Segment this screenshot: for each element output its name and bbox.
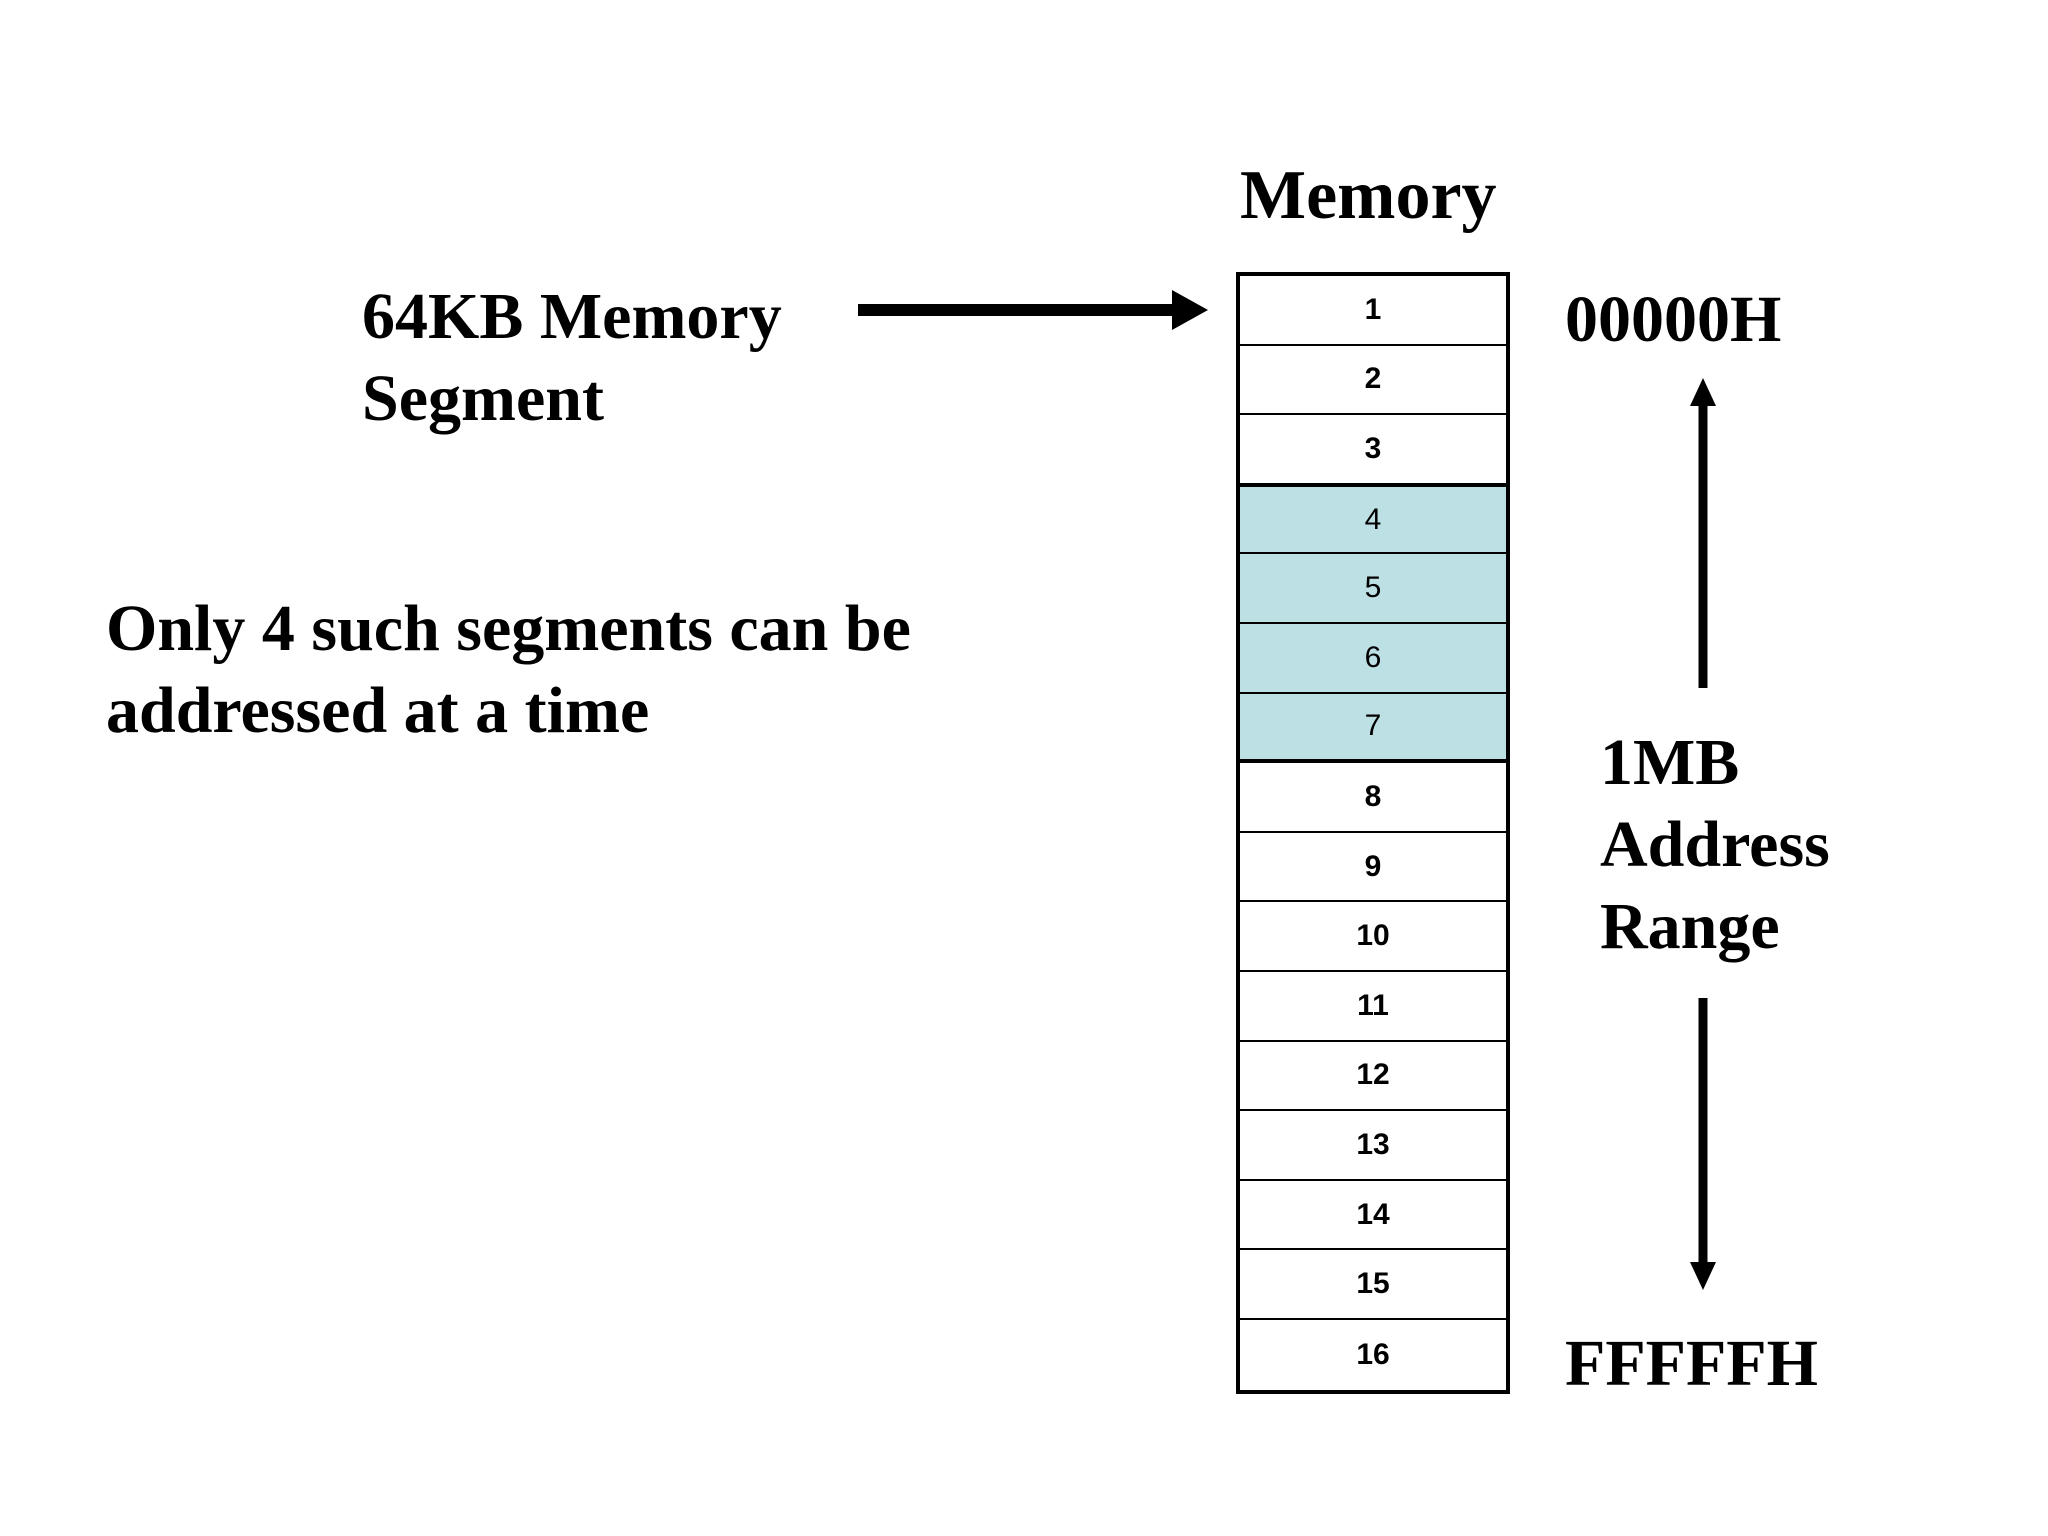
segment-label: 64KB Memory Segment (362, 276, 882, 440)
address-range-label: 1MB Address Range (1600, 722, 1900, 968)
memory-cell: 8 (1240, 763, 1506, 833)
memory-cell: 2 (1240, 346, 1506, 416)
memory-cell: 3 (1240, 415, 1506, 485)
address-range-line2: Address (1600, 808, 1830, 881)
memory-cell: 15 (1240, 1250, 1506, 1320)
memory-cell: 7 (1240, 693, 1506, 764)
memory-cell: 10 (1240, 902, 1506, 972)
range-up-arrow-head (1690, 378, 1716, 406)
range-down-arrow-head (1690, 1262, 1716, 1290)
memory-title: Memory (1240, 157, 1497, 234)
segments-note-line1: Only 4 such segments can be (106, 592, 911, 665)
memory-cell: 12 (1240, 1042, 1506, 1112)
memory-cell: 13 (1240, 1111, 1506, 1181)
memory-cell: 14 (1240, 1181, 1506, 1251)
memory-cell: 11 (1240, 972, 1506, 1042)
memory-cell: 6 (1240, 623, 1506, 694)
address-range-line3: Range (1600, 890, 1780, 963)
segment-label-line1: 64KB Memory (362, 280, 782, 353)
memory-cell: 16 (1356, 1337, 1390, 1371)
address-end-label: FFFFFH (1565, 1327, 1818, 1400)
segments-note: Only 4 such segments can be addressed at… (106, 588, 1006, 752)
address-start-label: 00000H (1565, 283, 1782, 356)
segment-pointer-arrow-head (1172, 290, 1208, 330)
memory-cell: 5 (1240, 554, 1506, 624)
segment-label-line2: Segment (362, 362, 604, 435)
address-range-line1: 1MB (1600, 726, 1740, 799)
segments-note-line2: addressed at a time (106, 674, 650, 747)
memory-cell: 4 (1240, 484, 1506, 555)
memory-cell: 1 (1240, 276, 1506, 346)
memory-cell: 9 (1240, 833, 1506, 903)
